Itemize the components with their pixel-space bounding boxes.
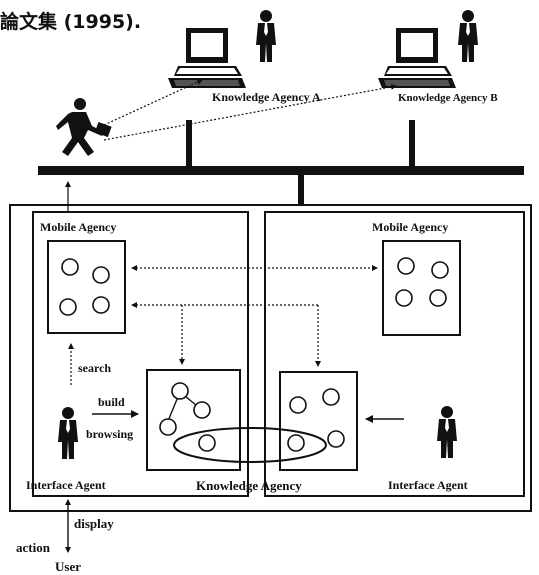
right-interface-agent-person-icon <box>437 406 457 458</box>
bus-stub-b <box>409 120 415 168</box>
browsing-label: browsing <box>86 427 133 441</box>
left-interface-agent-label: Interface Agent <box>26 478 106 492</box>
action-label: action <box>16 540 51 555</box>
running-person-icon <box>56 98 112 156</box>
left-mobile-agency-box <box>48 241 125 333</box>
network-bus <box>38 166 524 175</box>
left-mobile-agency-label: Mobile Agency <box>40 220 116 234</box>
build-label: build <box>98 395 125 409</box>
left-knowledge-agency-box <box>147 370 240 470</box>
search-label: search <box>78 361 111 375</box>
bus-stub-system <box>298 173 304 205</box>
right-knowledge-agency-box <box>280 372 357 470</box>
bus-stub-a <box>186 120 192 168</box>
right-interface-agent-label: Interface Agent <box>388 478 468 492</box>
knowledge-agency-label: Knowledge Agency <box>196 478 302 493</box>
person-icon-b <box>458 10 478 62</box>
display-label: display <box>74 516 114 531</box>
computer-icon-a <box>168 28 246 88</box>
right-mobile-agency-box <box>383 241 460 335</box>
header-title: 論文集 (1995). <box>0 10 141 33</box>
computer-icon-b <box>378 28 456 88</box>
person-icon-a <box>256 10 276 62</box>
knowledge-agency-a-label: Knowledge Agency A <box>212 90 321 104</box>
right-mobile-agency-label: Mobile Agency <box>372 220 448 234</box>
user-label: User <box>55 559 81 574</box>
knowledge-agency-b-label: Knowledge Agency B <box>398 92 498 104</box>
left-interface-agent-person-icon <box>58 407 78 459</box>
